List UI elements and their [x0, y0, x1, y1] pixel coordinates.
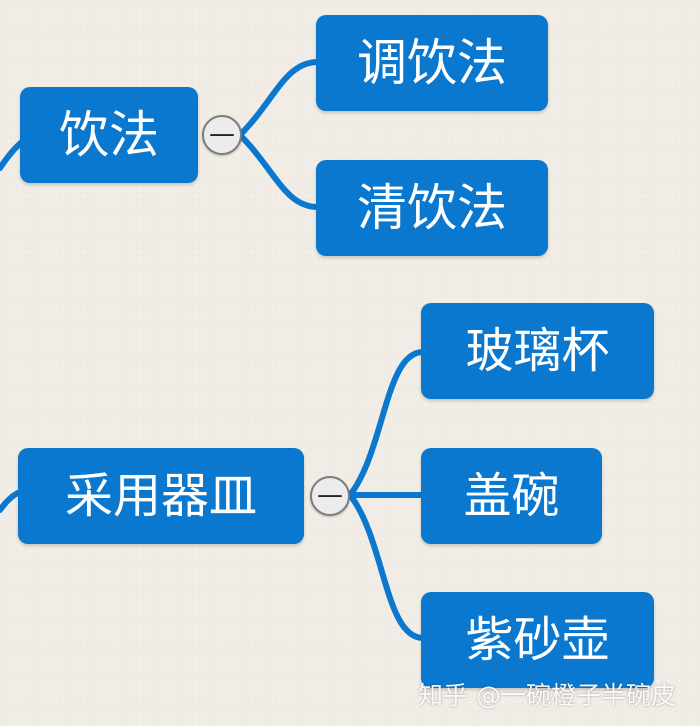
node-caiyongqimin[interactable]: 采用器皿 [18, 448, 304, 544]
connector-parent-to-yinfa [0, 139, 25, 171]
connector-yinfa-to-tiaoyinfa [237, 59, 321, 138]
collapse-toggle-caiyongqimin[interactable]: — [310, 476, 350, 516]
node-label: 饮法 [59, 106, 159, 164]
connector-qimin-to-zishahu [347, 492, 426, 641]
node-label: 清饮法 [357, 179, 507, 237]
node-tiaoyinfa[interactable]: 调饮法 [316, 15, 548, 111]
node-label: 玻璃杯 [465, 323, 610, 379]
node-zishahu[interactable]: 紫砂壶 [421, 592, 654, 688]
node-yinfa[interactable]: 饮法 [20, 87, 198, 183]
node-qingyinfa[interactable]: 清饮法 [316, 160, 548, 256]
connector-yinfa-to-qingyinfa [237, 132, 321, 210]
node-label: 盖碗 [463, 468, 560, 524]
node-label: 调饮法 [357, 34, 507, 92]
node-label: 采用器皿 [64, 468, 257, 524]
watermark-text: 知乎 @一碗橙子半碗皮 [418, 681, 676, 710]
node-gaiwan[interactable]: 盖碗 [421, 448, 602, 544]
connector-qimin-to-bolibei [347, 349, 426, 498]
node-label: 紫砂壶 [465, 612, 610, 668]
connector-parent-to-caiyongqimin [0, 489, 23, 513]
minus-icon: — [317, 479, 343, 510]
node-bolibei[interactable]: 玻璃杯 [421, 303, 654, 399]
collapse-toggle-yinfa[interactable]: — [202, 115, 242, 155]
minus-icon: — [209, 118, 235, 149]
